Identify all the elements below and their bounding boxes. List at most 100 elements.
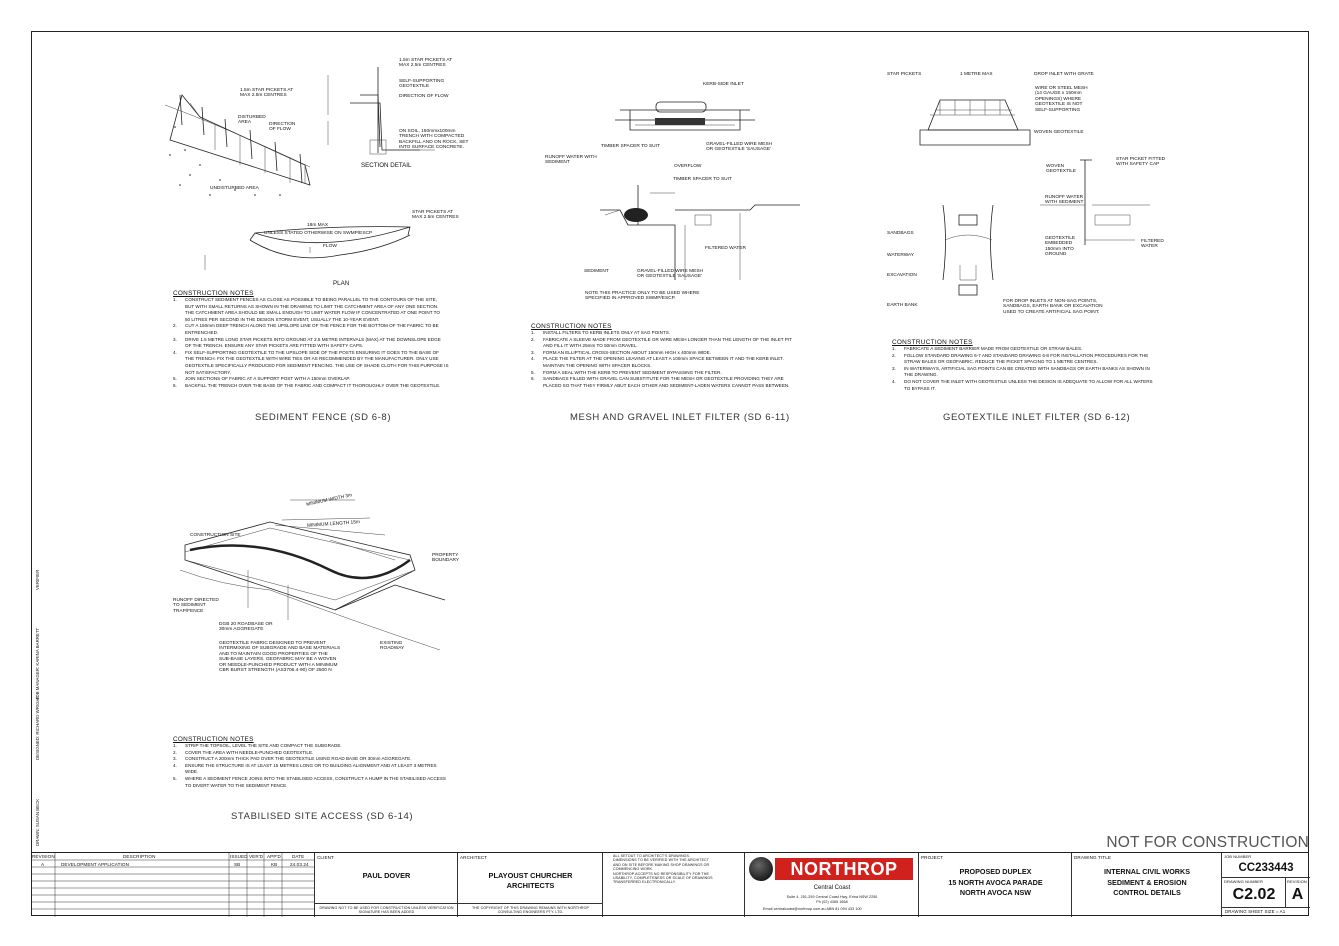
northrop-logo-icon — [749, 857, 773, 881]
note-line: 4.ENSURE THE STRUCTURE IS AT LEAST 15 ME… — [173, 763, 446, 770]
client-name: PAUL DOVER — [362, 871, 411, 880]
note-line: 5.JOIN SECTIONS OF FABRIC AT A SUPPORT P… — [173, 376, 449, 383]
client-note: DRAWING NOT TO BE USED FOR CONSTRUCTION … — [315, 903, 458, 915]
note-text: BACKFILL THE TRENCH OVER THE BASE OF THE… — [185, 382, 441, 388]
note-line: 4.DO NOT COVER THE INLET WITH GEOTEXTILE… — [892, 379, 1153, 386]
access-label-runoff: RUNOFF DIRECTED TO SEDIMENT TRAP/FENCE — [173, 598, 219, 614]
rev-row-revision: A — [41, 862, 45, 867]
note-text: CUT A 150mm DEEP TRENCH ALONG THE UPSLOP… — [185, 323, 439, 329]
office-email: Email centralcoast@northrop.com.au ABN 8… — [763, 907, 862, 911]
office-address: Suite 4, 251-259 Central Coast Hwy, Erin… — [786, 895, 878, 899]
note-line: 2.FOLLOW STANDARD DRAWING 6-7 AND STANDA… — [892, 353, 1153, 360]
revision-table: REVISION DESCRIPTION ISSUED VER'D APP'D … — [31, 853, 314, 917]
mesh-label-sediment: SEDIMENT — [584, 269, 609, 274]
fence-label-undisturbed: UNDISTURBED AREA — [210, 186, 259, 191]
fence-plan-unless: UNLESS STATED OTHERWISE ON SWMP/ESCP — [264, 231, 373, 236]
mesh-label-gravel-bottom: GRAVEL-FILLED WIRE MESH OR GEOTEXTILE 'S… — [637, 269, 704, 280]
fence-detail-title: SEDIMENT FENCE (SD 6-8) — [255, 412, 392, 423]
note-line: THE DRAWING. — [892, 372, 1153, 379]
mesh-note: NOTE THIS PRACTICE ONLY TO BE USED WHERE… — [585, 291, 700, 302]
note-line: 2. CUT A 150mm DEEP TRENCH ALONG THE UPSL… — [173, 323, 449, 330]
mesh-label-gravel-top: GRAVEL-FILLED WIRE MESH OR GEOTEXTILE 'S… — [706, 142, 773, 153]
drawn-label: DRAWN: SUSAN BECK — [35, 798, 40, 846]
access-notes-heading: CONSTRUCTION NOTES — [173, 736, 254, 743]
note-text: SANDBAGS FILLED WITH GRAVEL CAN SUBSTITU… — [543, 376, 784, 382]
fence-plan-title: PLAN — [333, 280, 350, 287]
note-text: STRIP THE TOPSOIL, LEVEL THE SITE AND CO… — [185, 743, 342, 748]
revision-letter: A — [1291, 886, 1304, 903]
geo-label-earth-bank: EARTH BANK — [887, 303, 918, 308]
note-text: THE CATCHMENT AREA SHOULD BE SMALL ENOUG… — [185, 310, 440, 316]
fence-plan-flow: FLOW — [323, 244, 337, 249]
setout-cell: ALL SETOUT TO ARCHITECT'S DRAWINGS. DIME… — [602, 853, 744, 917]
note-line: 1.CONSTRUCT SEDIMENT FENCES AS CLOSE AS … — [173, 297, 449, 304]
drawing-sheet — [31, 31, 1309, 916]
rev-header-verd: VER'D — [249, 854, 264, 859]
note-line: MAINTAIN THE OPENING WITH SPACER BLOCKS. — [531, 363, 792, 370]
revision-label: REVISION — [1287, 879, 1307, 884]
note-text: FOLLOW STANDARD DRAWING 6-7 AND STANDARD… — [904, 352, 1149, 358]
fence-label-star-pickets-right: 1.5m STAR PICKETS AT MAX 2.5m CENTRES — [399, 58, 453, 69]
client-label: CLIENT — [317, 855, 334, 860]
note-number: 3. — [173, 756, 177, 762]
note-text: CONSTRUCT SEDIMENT FENCES AS CLOSE AS PO… — [185, 297, 437, 302]
job-number-cell: JOB NUMBER CC233443 DRAWING NUMBER C2.02… — [1221, 853, 1310, 917]
note-number: 4. — [892, 378, 896, 384]
note-line: 6.BACKFILL THE TRENCH OVER THE BASE OF T… — [173, 383, 449, 390]
client-cell: CLIENT PAUL DOVER DRAWING NOT TO BE USED… — [314, 853, 458, 917]
job-number-label: JOB NUMBER — [1224, 854, 1252, 859]
note-text: GEOTEXTILE SPECIFICALLY PRODUCED FOR SED… — [185, 362, 449, 368]
note-number: 1. — [173, 743, 177, 748]
geo-label-woven-geotextile: WOVEN GEOTEXTILE — [1034, 130, 1084, 135]
note-text: TO DIVERT WATER TO THE SEDIMENT FENCE. — [185, 782, 288, 788]
note-text: IN WATERWAYS, ARTIFICIAL SAG POINTS CAN … — [904, 365, 1150, 371]
note-text: 50 LITRES PER SECOND IN THE DESIGN STORM… — [185, 316, 380, 322]
logo-cell: NORTHROP Central Coast Suite 4, 251-259 … — [744, 853, 918, 917]
fence-notes-heading: CONSTRUCTION NOTES — [173, 290, 254, 297]
geo-label-drop-inlet: DROP INLET WITH GRATE — [1034, 72, 1094, 77]
note-line: THE CATCHMENT AREA SHOULD BE SMALL ENOUG… — [173, 310, 449, 317]
rev-header-date: DATE — [292, 854, 305, 859]
note-number: 3. — [892, 365, 896, 371]
note-line: STRAW BALES OR GEOFABRIC. REDUCE THE PIC… — [892, 359, 1153, 366]
note-text: FORM A SEAL WITH THE KERB TO PREVENT SED… — [543, 369, 722, 375]
job-manager-label: JOB MANAGER: KARINA BARRETT — [35, 627, 40, 700]
rev-header-appd: APP'D — [267, 854, 281, 859]
access-label-construction-site: CONSTRUCTION SITE — [190, 533, 241, 538]
project-label: PROJECT — [921, 855, 944, 860]
mesh-notes-list: 1.INSTALL FILTERS TO KERB INLETS ONLY AT… — [531, 330, 792, 389]
geo-drop-inlets-note: FOR DROP INLETS AT NON-SAG POINTS, SANDB… — [1003, 299, 1103, 315]
project-name: PROPOSED DUPLEX 15 NORTH AVOCA PARADE NO… — [948, 867, 1043, 897]
title-block: REVISION DESCRIPTION ISSUED VER'D APP'D … — [31, 852, 1310, 917]
note-text: NOT SATISFACTORY. — [185, 369, 232, 375]
fence-notes-list: 1.CONSTRUCT SEDIMENT FENCES AS CLOSE AS … — [173, 297, 449, 389]
note-line: 2.COVER THE AREA WITH NEEDLE-PUNCHED GEO… — [173, 750, 446, 757]
geo-label-metre-max: 1 METRE MAX — [960, 72, 993, 77]
setout-note: ALL SETOUT TO ARCHITECT'S DRAWINGS. DIME… — [613, 854, 713, 885]
access-notes-list: 1. STRIP THE TOPSOIL, LEVEL THE SITE AND … — [173, 743, 446, 789]
note-text: MAINTAIN THE OPENING WITH SPACER BLOCKS. — [543, 362, 652, 368]
rev-header-issued: ISSUED — [230, 854, 248, 859]
note-number: 4. — [173, 349, 177, 355]
note-number: 3. — [173, 336, 177, 342]
mesh-label-runoff: RUNOFF WATER WITH SEDIMENT — [545, 155, 597, 166]
note-text: TO BYPASS IT. — [904, 385, 936, 391]
geo-label-wire-mesh: WIRE OR STEEL MESH (14 GAUGE x 150mm OPE… — [1035, 86, 1088, 113]
geo-label-woven-2: WOVEN GEOTEXTILE — [1046, 164, 1077, 175]
note-text: OF THE TRENCH. ENSURE ANY STAR PICKETS A… — [185, 343, 364, 349]
note-number: 2. — [173, 323, 177, 329]
note-text: ENTRENCHED. — [185, 329, 219, 335]
note-text: BUT WITH SMALL RETURNS AS SHOWN IN THE D… — [185, 303, 439, 309]
rev-row-description: DEVELOPMENT APPLICATION — [61, 862, 129, 867]
note-text: FIX SELF-SUPPORTING GEOTEXTILE TO THE UP… — [185, 349, 439, 355]
note-line: 3.DRIVE 1.5 METRE LONG STAR PICKETS INTO… — [173, 337, 449, 344]
note-number: 4. — [173, 762, 177, 768]
note-line: 5.FORM A SEAL WITH THE KERB TO PREVENT S… — [531, 370, 792, 377]
note-line: 1.INSTALL FILTERS TO KERB INLETS ONLY AT… — [531, 330, 792, 337]
access-label-dgb: DGB 20 ROADBASE OR 30mm AGGREGATE — [219, 622, 273, 633]
note-number: 1. — [892, 346, 896, 351]
note-number: 3. — [531, 349, 535, 355]
geo-notes-list: 1.FABRICATE A SEDIMENT BARRIER MADE FROM… — [892, 346, 1153, 392]
geo-detail-title: GEOTEXTILE INLET FILTER (SD 6-12) — [943, 412, 1131, 423]
note-line: 1. STRIP THE TOPSOIL, LEVEL THE SITE AND … — [173, 743, 446, 750]
